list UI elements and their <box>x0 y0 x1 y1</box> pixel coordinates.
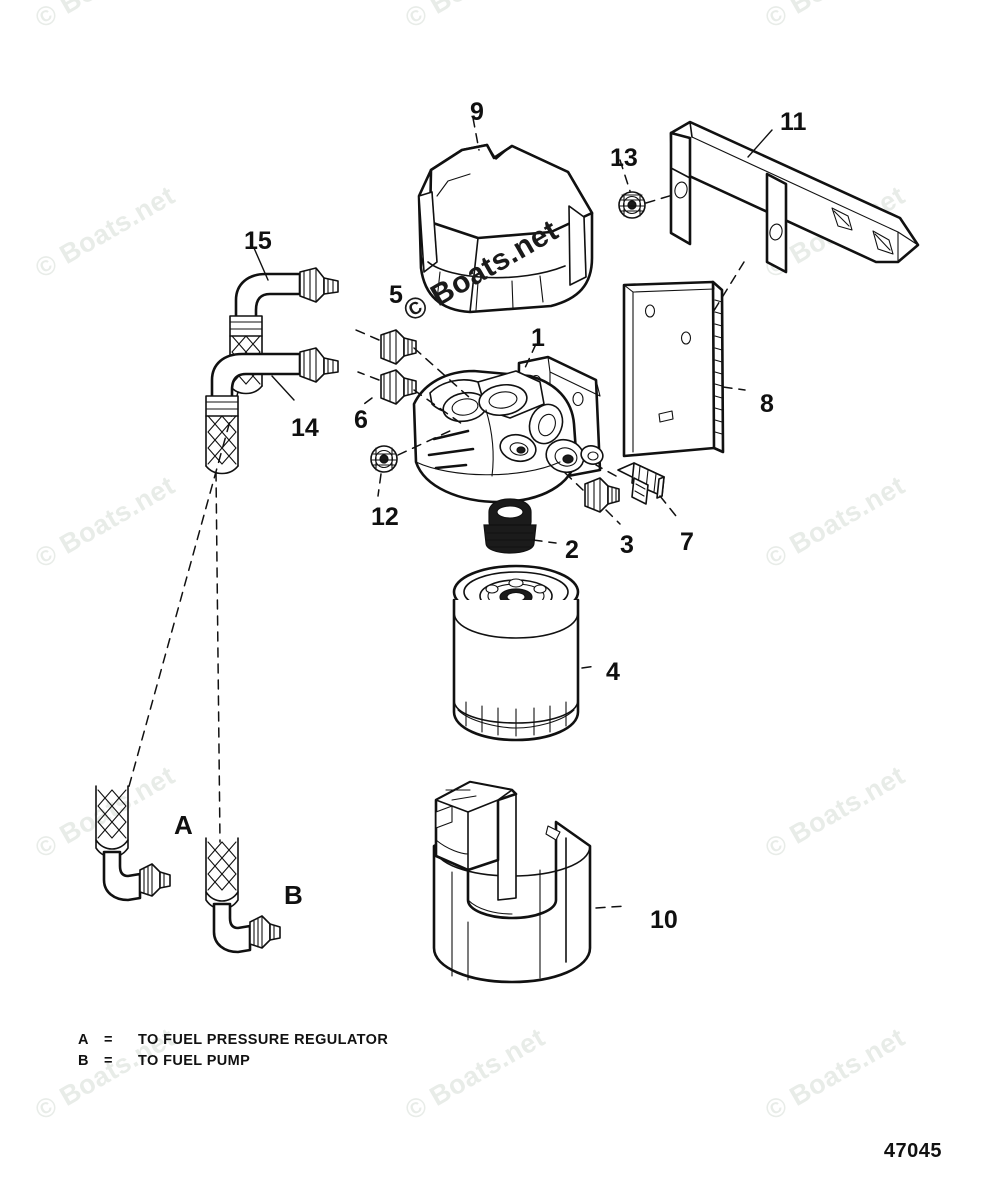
legend-text: TO FUEL PUMP <box>138 1053 251 1069</box>
callout-number-5: 5 <box>389 281 403 309</box>
part-nut-bracket <box>618 191 646 219</box>
hose-end-a <box>95 785 171 902</box>
leader-3 <box>605 509 621 525</box>
part-fuel-filter-canister <box>452 564 580 742</box>
leader-10 <box>595 905 627 909</box>
callout-number-14: 14 <box>291 414 319 442</box>
legend-row: A = TO FUEL PRESSURE REGULATOR <box>78 1032 388 1053</box>
leader-15 <box>253 247 269 281</box>
part-mounting-bracket <box>669 120 920 274</box>
callout-number-12: 12 <box>371 503 399 531</box>
leader-5-to-base <box>413 347 471 399</box>
part-nut-base <box>370 445 398 473</box>
callout-number-7: 7 <box>680 528 694 556</box>
callout-number-13: 13 <box>610 144 638 172</box>
legend: A = TO FUEL PRESSURE REGULATOR B = TO FUEL PU… <box>78 1032 388 1074</box>
callout-number-6: 6 <box>354 406 368 434</box>
legend-key: A <box>78 1032 89 1048</box>
leader-3-to-base <box>561 469 584 491</box>
callout-number-9: 9 <box>470 98 484 126</box>
leader-8 <box>722 386 746 391</box>
leader-13-to-bracket <box>645 193 677 204</box>
part-top-cover <box>417 143 594 314</box>
leader-7-to-base <box>595 464 617 477</box>
legend-key: B <box>78 1053 89 1069</box>
legend-text: TO FUEL PRESSURE REGULATOR <box>138 1032 389 1048</box>
part-bolt-long <box>617 462 665 505</box>
part-fitting-upper <box>380 329 417 365</box>
part-mounting-plate <box>622 280 725 458</box>
callout-number-3: 3 <box>620 531 634 559</box>
callout-number-10: 10 <box>650 906 678 934</box>
hose-end-label-B: B <box>284 880 303 910</box>
leader-6-to-base <box>413 389 463 425</box>
leader-12 <box>377 473 382 497</box>
leader-9 <box>472 117 480 151</box>
part-fitting-lower <box>380 369 417 405</box>
part-fuel-filter-base <box>412 355 604 504</box>
leader-6-hose <box>357 371 380 381</box>
legend-table: A = TO FUEL PRESSURE REGULATOR B = TO FUEL PU… <box>78 1032 388 1074</box>
leader-5-hose <box>355 329 380 341</box>
part-screw-short <box>584 477 620 513</box>
callout-number-4: 4 <box>606 658 620 686</box>
callout-number-15: 15 <box>244 227 272 255</box>
leader-4 <box>581 665 597 669</box>
hose-end-b <box>205 837 281 954</box>
drawing-number: 47045 <box>883 1140 942 1162</box>
part-fuel-hose-lower <box>205 347 339 843</box>
leader-12-to-base <box>397 429 453 456</box>
legend-equals: = <box>104 1032 113 1048</box>
leader-1 <box>523 343 537 371</box>
callout-number-1: 1 <box>531 324 545 352</box>
callout-number-8: 8 <box>760 390 774 418</box>
callout-number-11: 11 <box>780 108 807 136</box>
leader-2 <box>532 539 557 544</box>
leader-13 <box>619 159 631 192</box>
part-plug <box>483 498 537 554</box>
leader-11 <box>747 129 773 158</box>
leader-6 <box>363 397 373 405</box>
leader-14 <box>271 375 295 401</box>
hose-end-label-A: A <box>174 810 193 840</box>
legend-row: B = TO FUEL PUMP <box>78 1053 388 1074</box>
leader-7 <box>659 495 677 517</box>
legend-equals: = <box>104 1053 113 1069</box>
part-lower-shroud <box>432 780 592 984</box>
callout-number-2: 2 <box>565 536 579 564</box>
part-fuel-hose-upper <box>127 267 339 791</box>
